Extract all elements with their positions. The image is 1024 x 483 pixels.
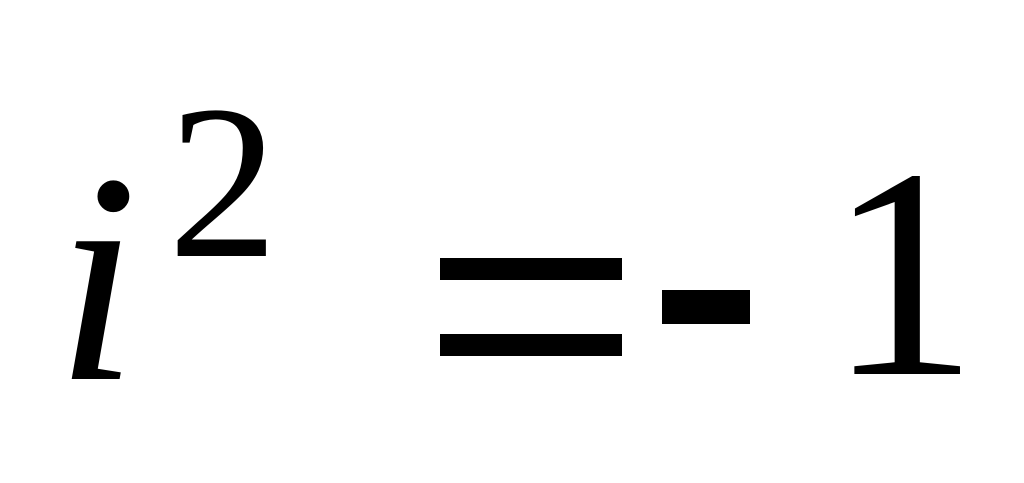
equals-sign: = [440, 258, 622, 356]
equals-bar-bottom [440, 334, 622, 356]
variable-i: i [55, 112, 139, 444]
number-one: 1 [828, 107, 978, 439]
exponent-2: 2 [168, 60, 278, 304]
minus-sign: - [662, 290, 750, 324]
minus-sign-text: - [662, 290, 663, 291]
equals-bar-top [440, 258, 622, 280]
